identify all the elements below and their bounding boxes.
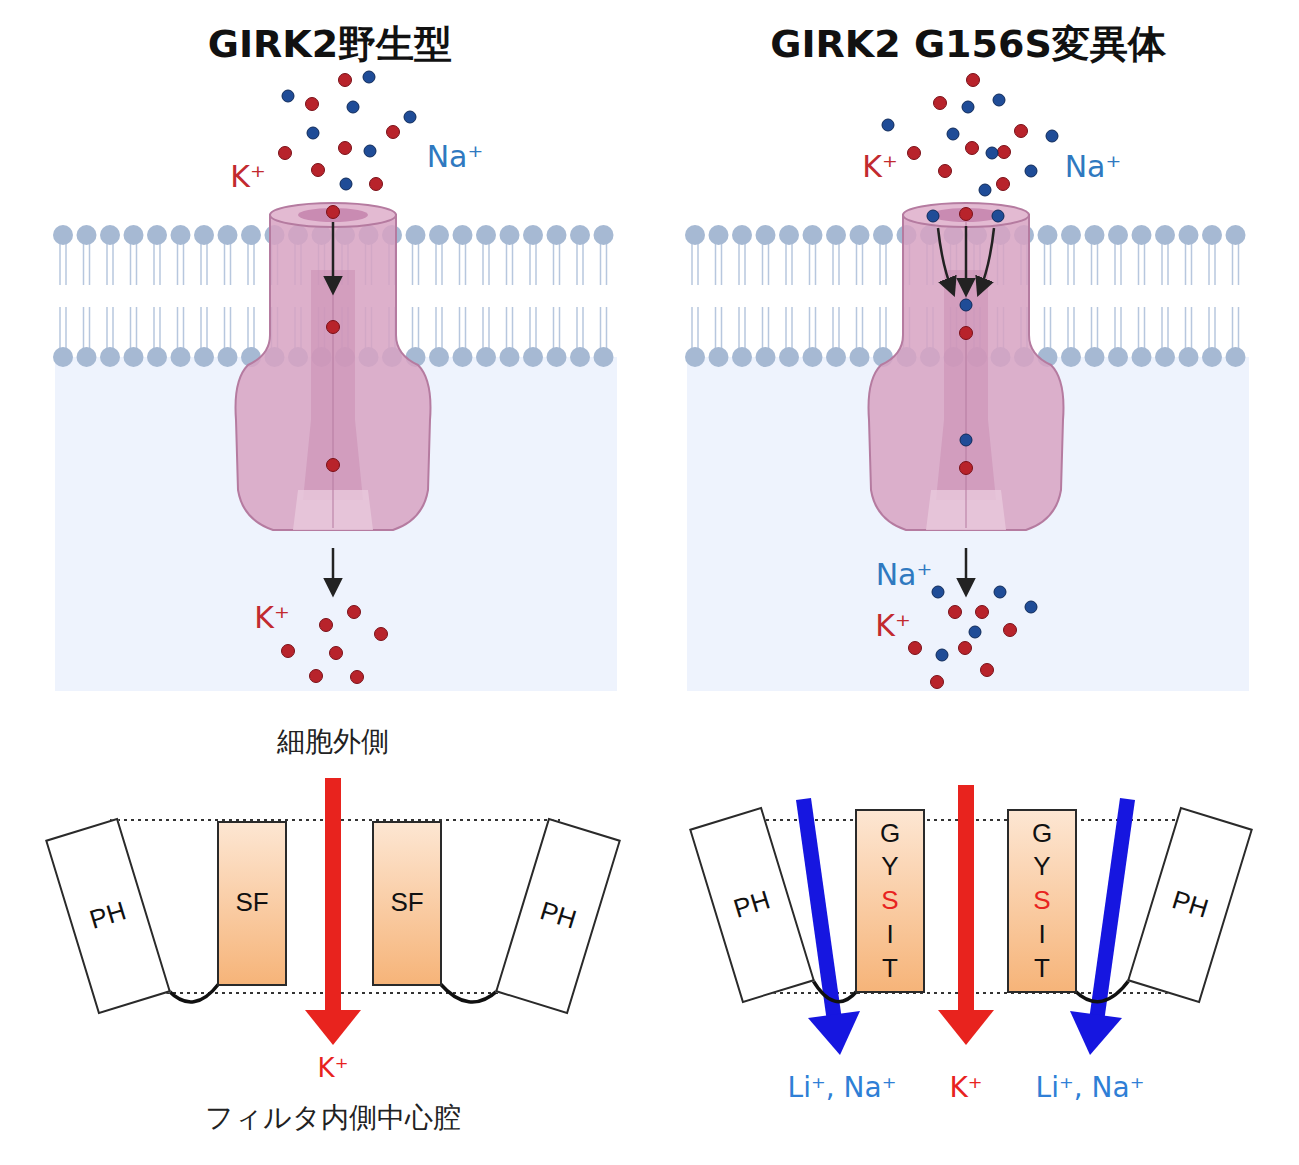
ion-label: K⁺ xyxy=(254,601,290,634)
selectivity-filter-box: SF xyxy=(217,821,287,986)
ion-label: Li⁺, Na⁺ xyxy=(788,1073,897,1104)
linker-loop xyxy=(168,984,219,1003)
membrane xyxy=(53,225,1246,367)
ion-label: K⁺ xyxy=(875,609,911,642)
flow-arrows xyxy=(333,222,994,590)
ion-label: Na⁺ xyxy=(427,140,484,173)
ion-label: K⁺ xyxy=(230,160,266,193)
ions xyxy=(279,71,1059,689)
node-text: SF xyxy=(390,886,423,920)
node-text: T xyxy=(1034,952,1050,986)
ph-helix-box: PH xyxy=(495,818,621,1014)
node-text: G xyxy=(1032,817,1052,851)
selectivity-filter-box: SF xyxy=(372,821,442,986)
linker-loop xyxy=(440,984,498,1003)
ph-helix-box: PH xyxy=(689,807,815,1003)
panel-title: GIRK2野生型 xyxy=(208,24,452,66)
node-text: G xyxy=(880,817,900,851)
ion-label: フィルタ内側中心腔 xyxy=(205,1103,461,1134)
node-text: T xyxy=(882,952,898,986)
ion-label: K⁺ xyxy=(862,150,898,183)
node-text: SF xyxy=(235,886,268,920)
node-text: PH xyxy=(86,895,130,938)
channel xyxy=(236,203,1064,530)
ion-label: Na⁺ xyxy=(876,558,933,591)
node-text: I xyxy=(1038,918,1045,952)
ion-label: Na⁺ xyxy=(1065,150,1122,183)
node-text: Y xyxy=(1033,850,1050,884)
panel-title: GIRK2 G156S変異体 xyxy=(770,24,1166,66)
selectivity-filter-box: GYSIT xyxy=(1007,809,1077,993)
linker-loop xyxy=(812,980,857,1002)
node-text: S xyxy=(881,884,898,918)
ph-helix-box: PH xyxy=(45,818,171,1014)
node-text: PH xyxy=(730,884,774,927)
ion-label: K⁺ xyxy=(318,1054,349,1083)
ion-label: Li⁺, Na⁺ xyxy=(1036,1073,1145,1104)
node-text: PH xyxy=(1168,884,1212,927)
ion-label: 細胞外側 xyxy=(277,727,389,758)
linker-loop xyxy=(1075,980,1130,1002)
ion-label: K⁺ xyxy=(949,1073,982,1104)
node-text: I xyxy=(886,918,893,952)
ph-helix-box: PH xyxy=(1127,807,1253,1003)
node-text: S xyxy=(1033,884,1050,918)
ion-arrows xyxy=(305,778,1135,1055)
node-text: Y xyxy=(881,850,898,884)
node-text: PH xyxy=(536,895,580,938)
selectivity-filter-box: GYSIT xyxy=(855,809,925,993)
